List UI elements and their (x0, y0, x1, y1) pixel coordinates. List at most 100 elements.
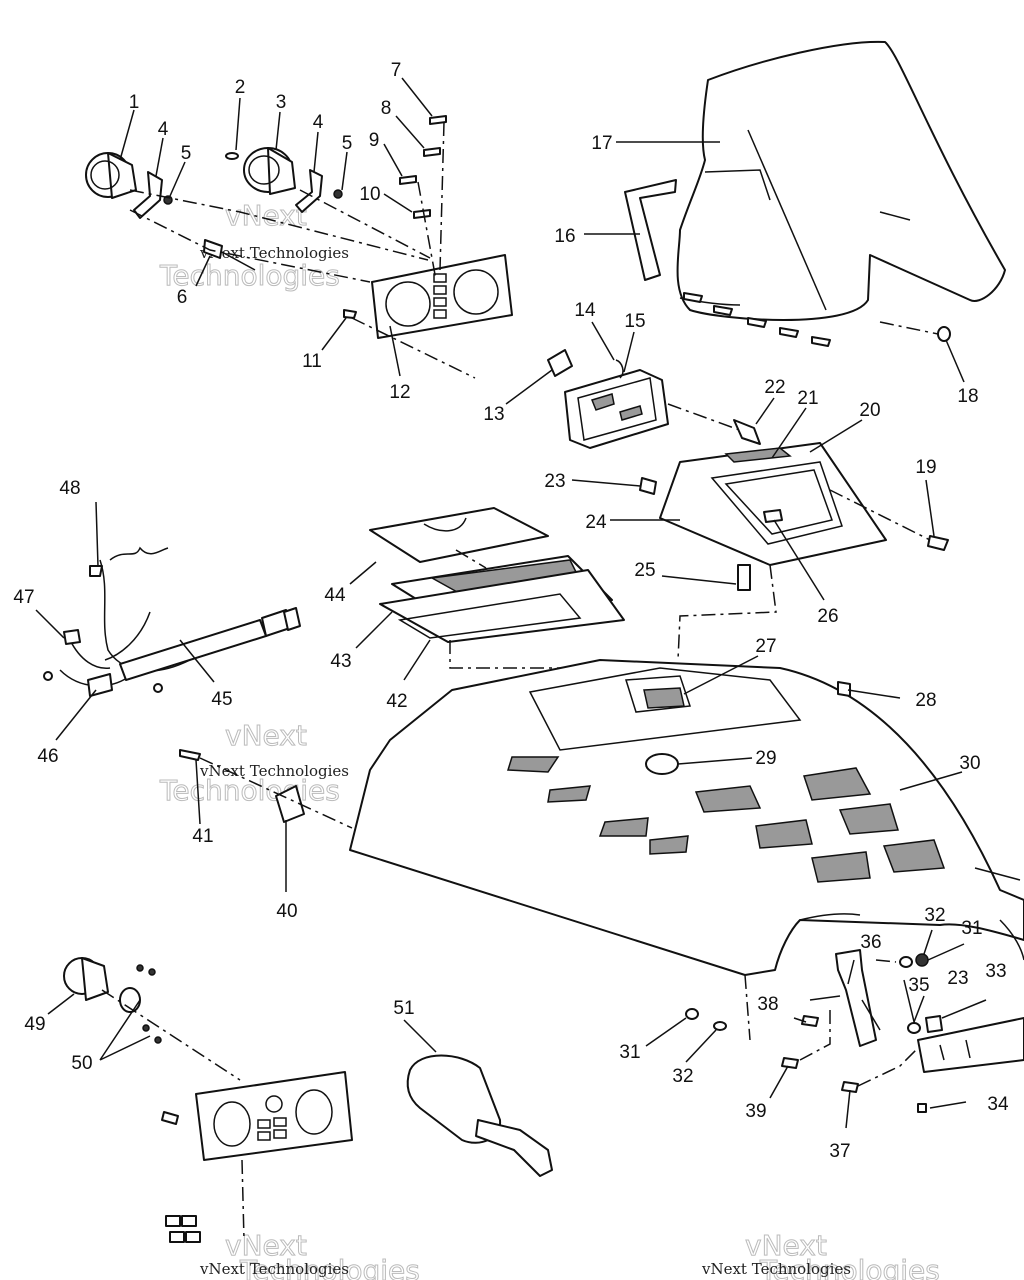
callout-48: 48 (59, 478, 80, 499)
callout-32a: 32 (924, 905, 945, 926)
callout-4b: 4 (313, 112, 324, 133)
watermark-3: vNext Technologies (199, 762, 349, 780)
nut-2 (333, 189, 343, 199)
lower-gauge (63, 957, 353, 1243)
callout-49: 49 (24, 1014, 45, 1035)
callout-42: 42 (386, 691, 407, 712)
callout-18: 18 (957, 386, 978, 407)
console-pod (639, 419, 949, 661)
screw-41 (179, 749, 201, 761)
bracket-36 (835, 949, 877, 1047)
callout-38: 38 (757, 994, 778, 1015)
callout-8: 8 (381, 98, 392, 119)
bracket-1 (133, 171, 163, 219)
callout-24: 24 (585, 512, 607, 533)
gauge-2-body (267, 147, 296, 195)
callout-46: 46 (37, 746, 58, 767)
callout-4a: 4 (158, 119, 169, 140)
callout-21: 21 (797, 388, 818, 409)
callout-45: 45 (211, 689, 232, 710)
callout-labels: 1 2 3 4 4 5 5 6 7 8 9 10 11 12 13 14 15 … (13, 60, 1009, 1162)
callout-39: 39 (745, 1101, 766, 1122)
screw-28 (837, 681, 851, 697)
callout-10: 10 (359, 184, 380, 205)
callout-37: 37 (829, 1141, 850, 1162)
callout-1: 1 (129, 92, 140, 113)
windshield (624, 40, 1006, 347)
watermark-1: vNext Technologies (199, 244, 349, 262)
callout-22: 22 (764, 377, 785, 398)
bracket-2 (295, 169, 323, 213)
watermark-6: vNext Technologies (701, 1260, 851, 1278)
watermark-large-12: Technologies (759, 1254, 940, 1280)
leader-lines (35, 77, 987, 1129)
lower-hardware (685, 919, 1024, 1113)
callout-27: 27 (755, 636, 776, 657)
callout-13: 13 (483, 404, 504, 425)
screw-19 (927, 535, 949, 551)
watermark-large-9: vNext (225, 1229, 307, 1262)
callout-5a: 5 (181, 143, 192, 164)
hood-shell (349, 659, 1024, 976)
gauge-1-body (107, 152, 137, 199)
callout-30: 30 (959, 753, 980, 774)
headlight-bulb (547, 349, 573, 377)
screw-25 (737, 564, 751, 591)
callout-2: 2 (235, 77, 246, 98)
rear-trim-33 (917, 1017, 1024, 1073)
watermark-large-10: Technologies (239, 1254, 420, 1280)
callout-47: 47 (13, 587, 34, 608)
callout-20: 20 (859, 400, 880, 421)
callout-25: 25 (634, 560, 655, 581)
callout-9: 9 (369, 130, 380, 151)
callout-41: 41 (192, 826, 213, 847)
callout-51: 51 (393, 998, 414, 1019)
watermark-large-6: Technologies (159, 774, 340, 807)
gauge-assembly (85, 115, 513, 379)
callout-44: 44 (324, 585, 346, 606)
callout-50: 50 (71, 1053, 92, 1074)
mirror (406, 1054, 553, 1177)
callout-3: 3 (276, 92, 287, 113)
clip-23 (639, 477, 657, 495)
panel-42 (379, 569, 625, 643)
callout-17: 17 (591, 133, 612, 154)
watermark-large-11: vNext (745, 1229, 827, 1262)
callout-26: 26 (817, 606, 838, 627)
callout-29: 29 (755, 748, 776, 769)
wiring-harness (43, 546, 301, 697)
callout-31b: 31 (619, 1042, 640, 1063)
hood-body (349, 659, 1024, 976)
callout-15: 15 (624, 311, 645, 332)
spring (733, 419, 761, 445)
watermark-5: vNext Technologies (199, 1260, 349, 1278)
pod-body (659, 442, 887, 566)
callout-23b: 23 (947, 968, 968, 989)
callout-7: 7 (391, 60, 402, 81)
callout-23a: 23 (544, 471, 565, 492)
trim-strip (624, 179, 677, 281)
callout-34: 34 (987, 1094, 1009, 1115)
headlight-housing (564, 369, 669, 449)
console-plate-lower (195, 1071, 353, 1161)
watermark-large-1: vNext (225, 199, 307, 232)
callout-19: 19 (915, 457, 936, 478)
callout-40: 40 (276, 901, 297, 922)
callout-16: 16 (554, 226, 575, 247)
side-bracket (179, 749, 353, 829)
console-plate (371, 254, 513, 339)
hood-panels (369, 507, 680, 669)
panel-44 (369, 507, 549, 563)
callout-31a: 31 (961, 918, 982, 939)
callout-33: 33 (985, 961, 1006, 982)
callout-12: 12 (389, 382, 410, 403)
callout-35: 35 (908, 975, 929, 996)
watermark-large-5: vNext (225, 719, 307, 752)
callout-11: 11 (302, 351, 322, 372)
watermark-large-2: Technologies (159, 259, 340, 292)
callout-14: 14 (574, 300, 596, 321)
windshield-glass (676, 40, 1006, 321)
windshield-screw (937, 326, 951, 342)
callout-28: 28 (915, 690, 936, 711)
